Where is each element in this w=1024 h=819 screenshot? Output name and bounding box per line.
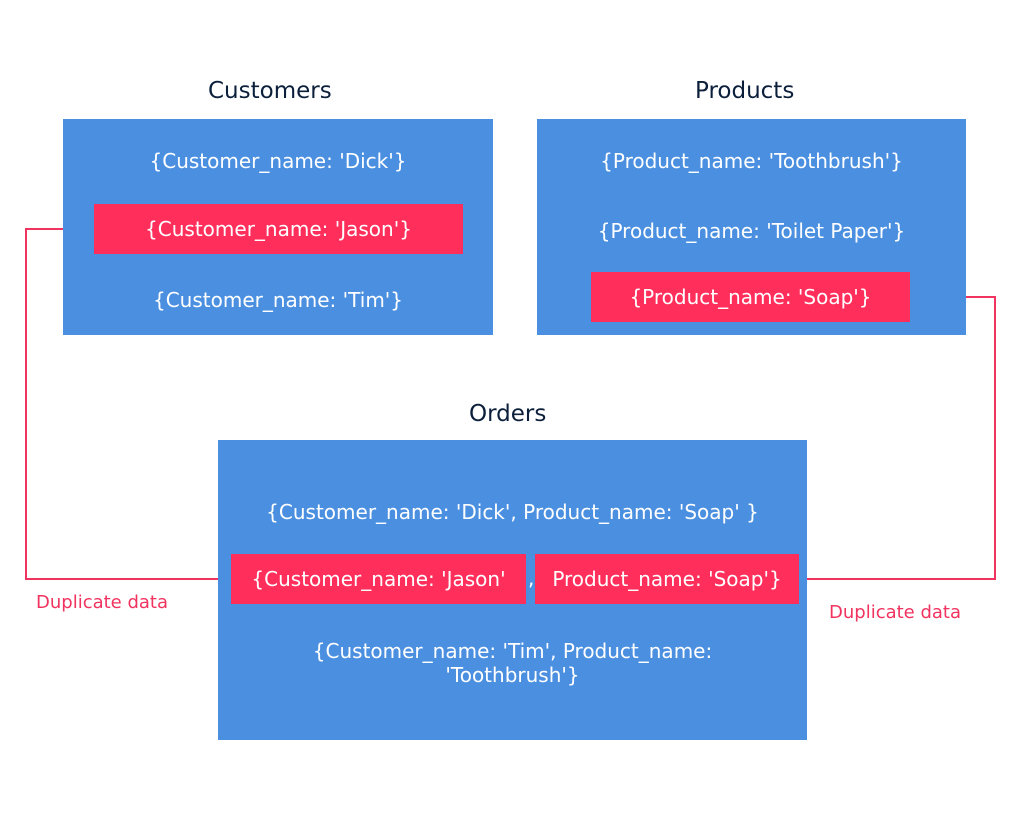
order-row-jason-customer-highlight: {Customer_name: 'Jason' [231, 554, 526, 604]
customers-title: Customers [208, 78, 332, 104]
customer-row-tim: {Customer_name: 'Tim'} [152, 288, 404, 312]
product-row-toilet-paper: {Product_name: 'Toilet Paper'} [597, 219, 906, 243]
order-row-jason-product-highlight: Product_name: 'Soap'} [535, 554, 799, 604]
right-duplicate-connector [799, 296, 996, 580]
order-row-jason-separator: , [528, 566, 535, 590]
order-row-tim-line1: {Customer_name: 'Tim', Product_name: [312, 639, 713, 663]
product-row-toothbrush: {Product_name: 'Toothbrush'} [600, 149, 903, 173]
products-title: Products [695, 78, 795, 104]
order-row-tim-line2: 'Toothbrush'} [445, 663, 580, 687]
right-duplicate-label: Duplicate data [829, 602, 962, 623]
orders-title: Orders [469, 401, 547, 427]
order-row-dick: {Customer_name: 'Dick', Product_name: 'S… [266, 500, 759, 524]
product-row-soap-highlight: {Product_name: 'Soap'} [591, 272, 910, 322]
customer-row-dick: {Customer_name: 'Dick'} [149, 149, 407, 173]
left-duplicate-label: Duplicate data [36, 592, 169, 613]
left-duplicate-connector [25, 228, 231, 580]
customer-row-jason-highlight: {Customer_name: 'Jason'} [94, 204, 463, 254]
